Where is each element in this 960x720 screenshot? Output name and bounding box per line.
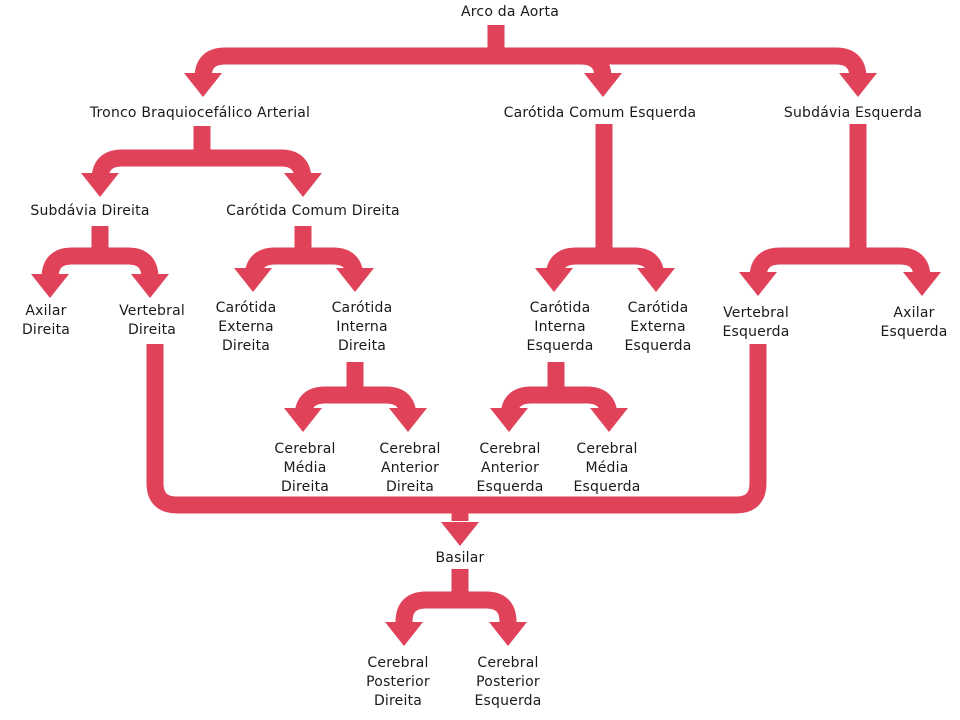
node-line: Direita [221, 338, 271, 354]
node-line: Arco da Aorta [461, 4, 559, 20]
arrow-subclavia-esquerda-arrowhead-0 [739, 272, 777, 296]
node-line: Anterior [380, 460, 440, 476]
node-line: Subdávia Direita [30, 203, 150, 219]
arrow-arco-aorta-branch-0 [194, 47, 496, 87]
arrow-carotida-interna-esquerda-arrowhead-1 [590, 408, 628, 432]
node-line: Direita [337, 338, 387, 354]
arrow-arco-aorta-arrowhead-1 [584, 73, 622, 97]
arrow-carotida-interna-esquerda-arrowhead-0 [490, 408, 528, 432]
arrow-subclavia-esquerda-arrowhead-1 [903, 272, 941, 296]
node-line: Carótida Comum Direita [226, 203, 400, 219]
node-line: Axilar [893, 305, 935, 321]
node-line: Vertebral [723, 305, 789, 321]
node-line: Direita [385, 479, 435, 495]
node-line: Direita [280, 479, 330, 495]
node-cerebral-anterior-direita: Cerebral Anterior Direita [362, 440, 458, 497]
node-arco-aorta: Arco da Aorta [420, 3, 600, 22]
node-line: Esquerda [474, 693, 542, 709]
node-line: Direita [127, 322, 177, 338]
node-line: Cerebral [274, 441, 336, 457]
node-line: Carótida [331, 300, 393, 316]
arrow-carotida-comum-esquerda-arrowhead-0 [535, 268, 573, 292]
node-carotida-comum-direita: Carótida Comum Direita [198, 202, 428, 221]
node-axilar-direita: Axilar Direita [6, 302, 86, 340]
node-line: Esquerda [624, 338, 692, 354]
arrow-basilar-arrowhead-0 [385, 622, 423, 646]
node-line: Esquerda [880, 324, 948, 340]
arrow-tronco-arrowhead-0 [81, 173, 119, 197]
arrow-carotida-comum-direita-arrowhead-0 [234, 268, 272, 292]
arrow-subclavia-direita-arrowhead-0 [31, 274, 69, 298]
arrow-basilar-branch-0 [395, 591, 460, 631]
node-vertebral-direita: Vertebral Direita [100, 302, 204, 340]
node-line: Tronco Braquiocefálico Arterial [89, 105, 311, 121]
node-line: Carótida [215, 300, 277, 316]
node-line: Média [585, 460, 629, 476]
node-carotida-externa-direita: Carótida Externa Direita [198, 299, 294, 356]
node-cerebral-posterior-direita: Cerebral Posterior Direita [348, 654, 448, 711]
node-cerebral-posterior-esquerda: Cerebral Posterior Esquerda [456, 654, 560, 711]
node-line: Esquerda [526, 338, 594, 354]
arrow-basilar-arrowhead [441, 522, 479, 546]
node-line: Cerebral [576, 441, 638, 457]
arrow-carotida-interna-direita-arrowhead-1 [389, 408, 427, 432]
node-subclavia-direita: Subdávia Direita [5, 202, 175, 221]
node-line: Externa [630, 319, 686, 335]
arrow-carotida-comum-direita-arrowhead-1 [336, 268, 374, 292]
node-line: Carótida [627, 300, 689, 316]
node-axilar-esquerda: Axilar Esquerda [866, 304, 960, 342]
node-line: Carótida [529, 300, 591, 316]
node-cerebral-anterior-esquerda: Cerebral Anterior Esquerda [458, 440, 562, 497]
node-line: Vertebral [119, 303, 185, 319]
arrow-basilar-arrowhead-1 [489, 622, 527, 646]
node-line: Esquerda [476, 479, 544, 495]
arrow-subclavia-direita-arrowhead-1 [131, 274, 169, 298]
node-line: Cerebral [379, 441, 441, 457]
node-carotida-externa-esquerda: Carótida Externa Esquerda [606, 299, 710, 356]
node-carotida-interna-esquerda: Carótida Interna Esquerda [508, 299, 612, 356]
node-vertebral-esquerda: Vertebral Esquerda [704, 304, 808, 342]
node-line: Posterior [476, 674, 540, 690]
arrow-arco-aorta-arrowhead-2 [839, 73, 877, 97]
arrow-arco-aorta-arrowhead-0 [184, 73, 222, 97]
node-line: Cerebral [479, 441, 541, 457]
node-carotida-interna-direita: Carótida Interna Direita [314, 299, 410, 356]
node-line: Direita [373, 693, 423, 709]
node-line: Posterior [366, 674, 430, 690]
node-line: Externa [218, 319, 274, 335]
arrow-tronco-arrowhead-1 [284, 173, 322, 197]
node-line: Cerebral [477, 655, 539, 671]
node-line: Cerebral [367, 655, 429, 671]
node-line: Carótida Comum Esquerda [503, 105, 697, 121]
arrow-carotida-comum-esquerda-arrowhead-1 [637, 268, 675, 292]
node-tronco-braquiocefalico: Tronco Braquiocefálico Arterial [55, 104, 345, 123]
node-line: Anterior [480, 460, 540, 476]
node-line: Esquerda [573, 479, 641, 495]
node-line: Subdávia Esquerda [783, 105, 923, 121]
node-carotida-comum-esquerda: Carótida Comum Esquerda [470, 104, 730, 123]
node-line: Média [283, 460, 327, 476]
arrow-arco-aorta-branch-2 [496, 47, 867, 87]
node-subclavia-esquerda: Subdávia Esquerda [760, 104, 946, 123]
node-line: Axilar [25, 303, 67, 319]
arrow-carotida-interna-direita-arrowhead-0 [284, 408, 322, 432]
node-line: Basilar [435, 550, 485, 566]
node-basilar: Basilar [410, 549, 510, 568]
arrow-basilar-branch-1 [460, 591, 517, 631]
node-line: Interna [336, 319, 388, 335]
node-cerebral-media-direita: Cerebral Média Direita [257, 440, 353, 497]
node-line: Direita [21, 322, 71, 338]
node-cerebral-media-esquerda: Cerebral Média Esquerda [555, 440, 659, 497]
node-line: Interna [534, 319, 586, 335]
node-line: Esquerda [722, 324, 790, 340]
